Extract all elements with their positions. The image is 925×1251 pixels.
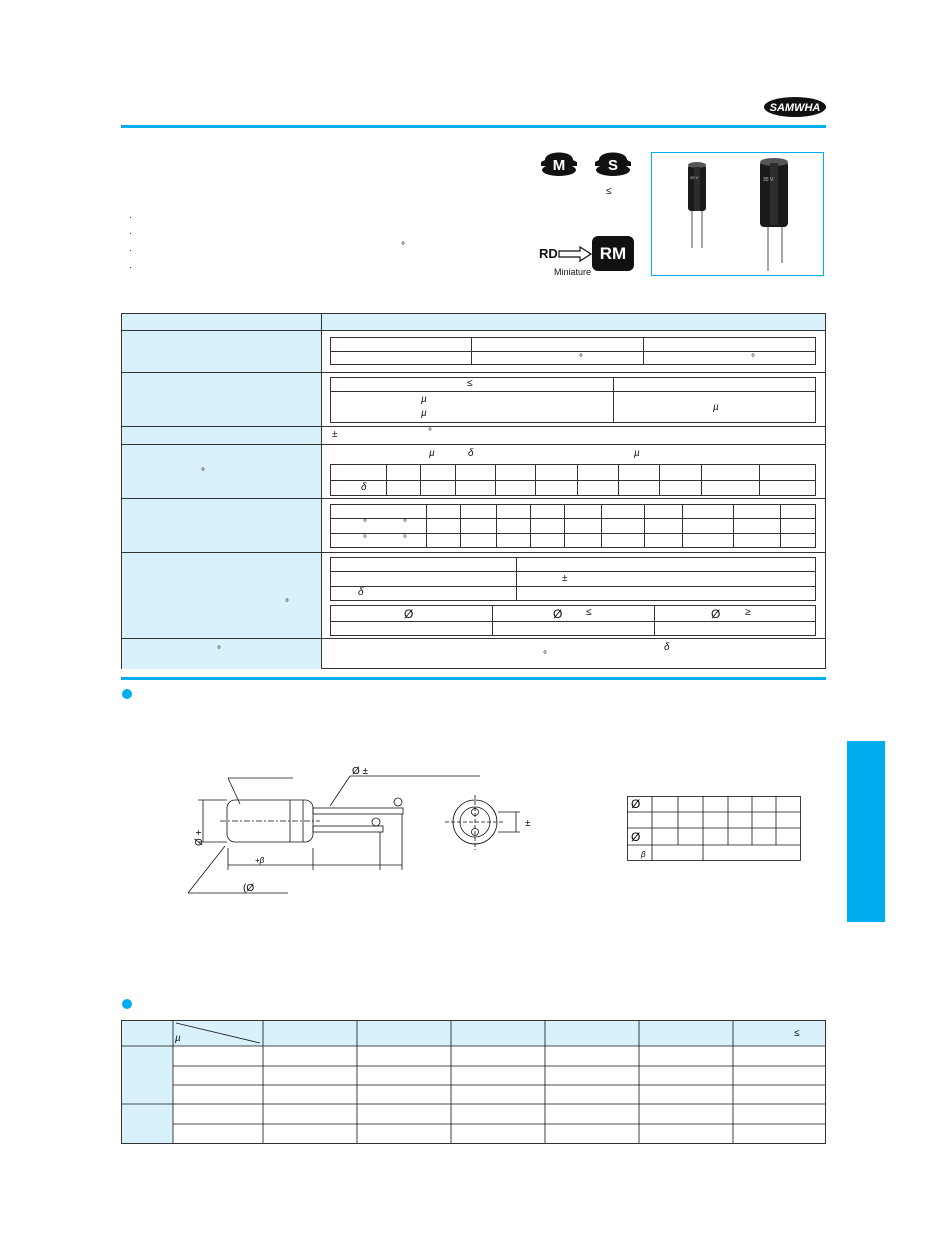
- header-rule: [121, 125, 826, 128]
- section-rule: [121, 677, 826, 680]
- miniature-label: Miniature: [554, 267, 592, 277]
- pitch-tolerance: ±: [525, 818, 531, 829]
- spec-row-1: ° °: [122, 330, 825, 373]
- le-header: ≤: [794, 1028, 800, 1039]
- lead-dia-label: Ø ±: [352, 766, 369, 777]
- side-index-tab: [847, 741, 885, 922]
- degree-mark: °: [401, 241, 405, 252]
- section-bullet-icon: [122, 689, 132, 699]
- dimension-drawing: Ø ± Ø + +β (Ø ±: [187, 766, 531, 894]
- bullet-3: ·: [129, 245, 132, 255]
- spec-row-4: ° µ δ µ δ: [122, 444, 825, 499]
- section-bullet-icon-2: [122, 999, 132, 1009]
- sleeve-label: (Ø: [243, 883, 254, 894]
- svg-text:β: β: [640, 850, 646, 859]
- svg-text:Ø: Ø: [631, 797, 640, 811]
- spec-header: [122, 314, 825, 330]
- svg-text:35 V: 35 V: [690, 175, 699, 180]
- bullet-4: ·: [129, 262, 132, 272]
- length-label: +β: [255, 856, 265, 865]
- m-badge-icon: M: [541, 152, 577, 176]
- capacitor-image: 35 V 35 V: [688, 158, 788, 271]
- svg-text:Ø: Ø: [631, 830, 640, 844]
- svg-text:35 V: 35 V: [763, 177, 774, 183]
- spec-row-3: ± °: [122, 426, 825, 445]
- rm-series-badge: RM: [592, 236, 634, 271]
- le-symbol: ≤: [606, 186, 612, 197]
- product-photo: 35 V 35 V: [651, 152, 824, 276]
- rd-series-label: RD: [539, 246, 558, 261]
- logo-text: SAMWHA: [770, 102, 821, 114]
- svg-text:M: M: [553, 157, 566, 174]
- mu-header: µ: [175, 1033, 181, 1044]
- bullet-2: ·: [129, 228, 132, 238]
- specifications-table: ° ° ≤ µ µ µ ± ° ° µ δ µ: [121, 313, 826, 669]
- s-badge-icon: S: [595, 152, 631, 176]
- spec-row-2: ≤ µ µ µ: [122, 372, 825, 427]
- ratings-table: µ ≤: [121, 1020, 826, 1144]
- spec-row-5: ° ° ° °: [122, 498, 825, 553]
- dimension-table: Ø Ø β: [627, 796, 801, 861]
- bullet-1: ·: [129, 212, 132, 222]
- body-dia-label: Ø +: [194, 829, 205, 846]
- arrow-right-icon: [558, 246, 592, 262]
- spec-row-7: ° δ °: [122, 638, 825, 669]
- samwha-logo: SAMWHA: [764, 97, 826, 117]
- spec-row-6: ° ± δ Ø Ø ≤ Ø ≥: [122, 552, 825, 639]
- svg-text:S: S: [608, 157, 618, 174]
